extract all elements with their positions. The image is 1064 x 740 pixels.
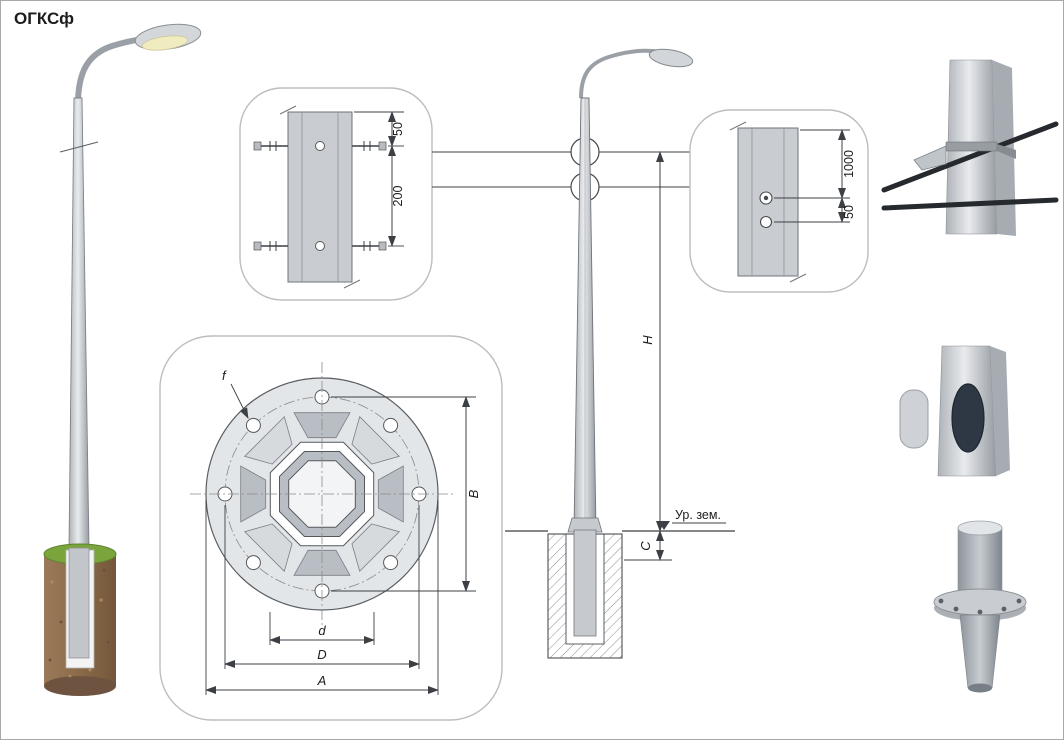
cable-upper — [881, 121, 1059, 193]
pole-elevation-drawing: Ур. зем. H C — [505, 48, 735, 659]
hole-detail-callout: 1000 50 — [689, 109, 869, 293]
pole-tube-bore — [288, 460, 356, 528]
foundation-3d — [43, 543, 117, 696]
cable-clamp-3d-render — [881, 59, 1059, 236]
tapered-skirt — [959, 614, 1001, 689]
clamp-bolt-row-upper — [253, 141, 387, 151]
bolt-holes — [217, 389, 427, 599]
wedge-grip — [913, 145, 947, 171]
embedded-pole-3d — [68, 547, 90, 659]
hatch-opening — [951, 383, 985, 453]
base-collar — [567, 517, 603, 533]
detail-leader-lines — [432, 137, 690, 202]
open-hole — [759, 215, 773, 229]
upper-bracket-detail-callout: 50 200 — [239, 87, 433, 301]
luminaire-lens-3d — [141, 35, 189, 51]
dim-A-label: A — [317, 673, 327, 688]
flange-base-3d-render — [933, 520, 1027, 693]
dim-50-right-label: 50 — [842, 205, 856, 219]
dim-B-label: B — [466, 489, 481, 498]
dim-f-label: f — [222, 368, 227, 383]
page-title: ОГКСф — [14, 9, 74, 28]
dim-200-label: 200 — [391, 186, 405, 207]
ground-level: Ур. зем. — [505, 508, 735, 532]
dim-1000-label: 1000 — [842, 150, 856, 178]
pole-shaft-3d — [68, 97, 90, 549]
dim-H-label: H — [640, 335, 655, 345]
clamp-bolt-row-lower — [253, 241, 387, 251]
door-cover — [899, 389, 929, 449]
clamp-band — [945, 141, 998, 152]
dim-50-top-label: 50 — [391, 122, 405, 136]
dim-C-label: C — [638, 541, 653, 551]
luminaire-head-elevation — [648, 48, 694, 68]
skirt-bottom — [968, 683, 992, 693]
dim-d-label: d — [318, 623, 326, 638]
embedded-pole-elevation — [573, 529, 597, 637]
bracket-arm-elevation — [579, 48, 661, 99]
dim-D-label: D — [317, 647, 326, 662]
foundation-section — [547, 529, 623, 659]
ground-level-label: Ур. зем. — [675, 508, 721, 522]
break-mark — [59, 141, 99, 153]
access-door-3d-render — [899, 345, 1010, 477]
pole-section — [287, 111, 353, 283]
cable-lower — [881, 197, 1059, 211]
flange-plan-detail-callout: f B d D A — [159, 335, 503, 721]
pole-3d-render — [43, 23, 202, 696]
